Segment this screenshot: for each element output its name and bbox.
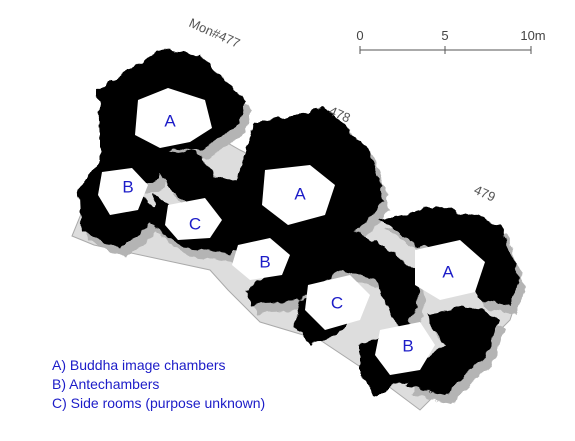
floor-a3 [415, 240, 485, 300]
chamber-floors [98, 88, 485, 375]
room-label-a: A [442, 262, 454, 281]
wall-block-479-south [405, 305, 500, 395]
wall-block-central [245, 222, 420, 335]
legend-item-side-rooms: C) Side rooms (purpose unknown) [52, 395, 266, 411]
scale-label-10m: 10m [520, 28, 545, 43]
floor-b2 [232, 238, 290, 280]
room-label-b: B [259, 252, 270, 271]
legend-item-antechambers: B) Antechambers [52, 376, 160, 392]
room-label-c: C [331, 293, 343, 312]
monument-479-label: 479 [472, 182, 498, 205]
floor-a1 [135, 88, 212, 148]
floor-a2 [262, 165, 335, 225]
floor-c1 [165, 198, 222, 240]
room-label-b: B [402, 336, 413, 355]
floor-c2 [305, 275, 370, 330]
monument-477-label: Mon#477 [187, 15, 243, 51]
scale-bar: 0 5 10m [356, 28, 546, 54]
floor-b3 [375, 322, 435, 375]
room-label-b: B [122, 177, 133, 196]
floor-b1 [98, 168, 148, 215]
legend-item-buddha-image-chambers: A) Buddha image chambers [52, 357, 226, 373]
room-labels: A B C A B C A B [122, 111, 454, 355]
wall-block-mid-west [150, 150, 265, 230]
scale-label-5: 5 [441, 28, 448, 43]
scale-label-0: 0 [356, 28, 363, 43]
legend: A) Buddha image chambers B) Antechambers… [52, 356, 265, 413]
room-label-a: A [294, 184, 306, 203]
room-label-c: C [189, 214, 201, 233]
room-label-a: A [164, 111, 176, 130]
